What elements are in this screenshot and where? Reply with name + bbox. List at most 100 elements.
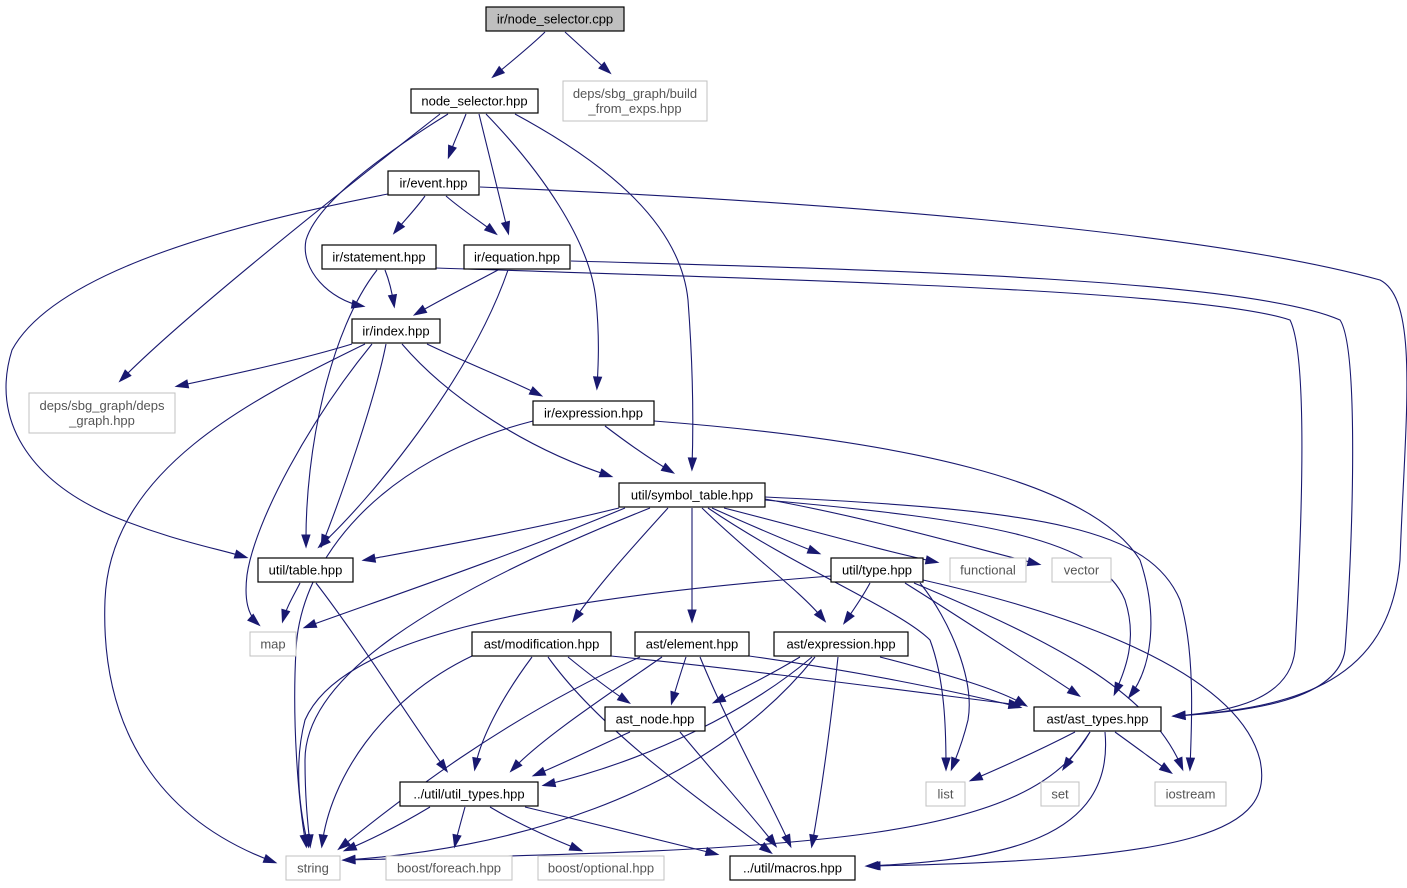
- node-box: [618, 482, 766, 508]
- edge-n16-to-n24: [339, 656, 641, 849]
- node-label: functional: [960, 563, 1016, 578]
- node-label: ir/equation.hpp: [474, 250, 560, 265]
- edges-layer: [5, 31, 1407, 871]
- arrowhead-n16-to-n27: [781, 833, 792, 849]
- arrowhead-n9-to-n23: [1185, 757, 1196, 772]
- node-label: deps/sbg_graph/deps: [39, 398, 165, 413]
- arrowhead-n9-to-n17: [813, 608, 827, 623]
- node-box: [410, 88, 539, 114]
- arrowhead-n20-to-n25: [452, 833, 462, 849]
- node-n6[interactable]: ir/index.hpp: [351, 318, 441, 344]
- edge-n10-to-n20: [315, 582, 447, 771]
- node-n11[interactable]: util/type.hpp: [830, 557, 924, 583]
- edge-n11-to-n23: [913, 582, 1183, 769]
- arrowhead-n6-to-n9: [598, 468, 614, 478]
- arrowhead-n4-to-n6: [387, 293, 398, 309]
- edge-n9-to-n12: [723, 507, 937, 563]
- node-box: [634, 631, 750, 657]
- node-n13: vector: [1051, 557, 1112, 583]
- arrowhead-n16-to-n20: [509, 759, 523, 773]
- node-label: ir/node_selector.cpp: [497, 12, 613, 27]
- node-n14: map: [249, 631, 297, 657]
- node-n27[interactable]: ../util/macros.hpp: [729, 855, 856, 881]
- node-box: [387, 170, 480, 196]
- edge-n4-to-n19: [435, 267, 1303, 717]
- arrowhead-n1-to-n5: [500, 220, 511, 236]
- node-n10[interactable]: util/table.hpp: [257, 557, 354, 583]
- edge-n6-to-n24: [104, 343, 366, 863]
- edge-n9-to-n21: [707, 507, 947, 769]
- node-label: ast/ast_types.hpp: [1047, 712, 1149, 727]
- edge-n17-to-n18: [714, 656, 801, 703]
- node-n19[interactable]: ast/ast_types.hpp: [1033, 706, 1162, 732]
- edge-n11-to-n24: [298, 575, 832, 846]
- edge-n4-to-n10: [305, 269, 378, 546]
- node-n18[interactable]: ast_node.hpp: [604, 706, 706, 732]
- node-label: ir/expression.hpp: [544, 406, 643, 421]
- arrowhead-n11-to-n19: [1066, 685, 1081, 697]
- arrowhead-n10-to-n20: [436, 758, 449, 773]
- edge-n16-to-n19: [748, 655, 1020, 708]
- node-label: ast_node.hpp: [616, 712, 695, 727]
- edge-n9-to-n10: [364, 507, 620, 561]
- edge-n15-to-n18: [567, 656, 629, 703]
- edge-n5-to-n19: [570, 260, 1354, 717]
- arrowhead-n6-to-n14: [247, 613, 261, 627]
- node-n1[interactable]: node_selector.hpp: [410, 88, 539, 114]
- node-box: [321, 244, 437, 270]
- arrowhead-n10-to-n14: [281, 608, 291, 624]
- node-n24: string: [285, 855, 341, 881]
- edge-n16-to-n27: [699, 656, 791, 846]
- node-box: [604, 706, 706, 732]
- arrowhead-n20-to-n24: [342, 841, 358, 852]
- node-n16[interactable]: ast/element.hpp: [634, 631, 750, 657]
- node-n15[interactable]: ast/modification.hpp: [471, 631, 612, 657]
- node-n4[interactable]: ir/statement.hpp: [321, 244, 437, 270]
- node-label: string: [297, 861, 329, 876]
- node-n3[interactable]: ir/event.hpp: [387, 170, 480, 196]
- node-label: map: [260, 637, 285, 652]
- edge-n9-to-n17: [701, 507, 825, 621]
- node-label: ir/event.hpp: [400, 176, 468, 191]
- node-box: [385, 855, 513, 881]
- edge-n17-to-n24: [344, 656, 816, 861]
- node-box: [28, 392, 176, 434]
- node-label: deps/sbg_graph/build: [573, 86, 697, 101]
- edge-n11-to-n27: [869, 579, 1263, 867]
- edge-n20-to-n24: [345, 806, 431, 851]
- arrowhead-n15-to-n20: [472, 756, 482, 772]
- node-n0[interactable]: ir/node_selector.cpp: [485, 6, 625, 32]
- node-box: [1154, 781, 1227, 807]
- edge-n9-to-n23: [764, 496, 1193, 769]
- node-n17[interactable]: ast/expression.hpp: [773, 631, 909, 657]
- arrowhead-n20-to-n27: [704, 846, 720, 857]
- node-n20[interactable]: ../util/util_types.hpp: [399, 781, 539, 807]
- arrowhead-n8-to-n19: [1127, 684, 1141, 699]
- arrowhead-n3-to-n4: [392, 220, 406, 235]
- node-box: [562, 80, 708, 122]
- node-box: [351, 318, 441, 344]
- arrowhead-n9-to-n10: [361, 553, 377, 563]
- edge-n3-to-n19: [479, 186, 1407, 717]
- edge-n3-to-n10: [5, 193, 389, 558]
- edge-n20-to-n27: [524, 806, 717, 855]
- node-n9[interactable]: util/symbol_table.hpp: [618, 482, 766, 508]
- node-box: [537, 855, 665, 881]
- arrowhead-n9-to-n15: [571, 608, 584, 623]
- node-n7: deps/sbg_graph/deps_graph.hpp: [28, 392, 176, 434]
- node-n8[interactable]: ir/expression.hpp: [532, 400, 655, 426]
- arrowhead-n20-to-n26: [568, 841, 584, 852]
- node-box: [925, 781, 966, 807]
- arrowhead-n9-to-n21: [941, 757, 951, 772]
- node-label: ast/modification.hpp: [484, 637, 600, 652]
- edge-n9-to-n11: [711, 507, 819, 554]
- edge-n11-to-n21: [919, 582, 970, 769]
- node-n5[interactable]: ir/equation.hpp: [463, 244, 571, 270]
- node-box: [399, 781, 539, 807]
- node-box: [1033, 706, 1162, 732]
- arrowhead-n9-to-n13: [1026, 556, 1042, 567]
- node-box: [257, 557, 354, 583]
- edge-n6-to-n9: [401, 343, 611, 477]
- edge-n8-to-n19: [653, 420, 1152, 697]
